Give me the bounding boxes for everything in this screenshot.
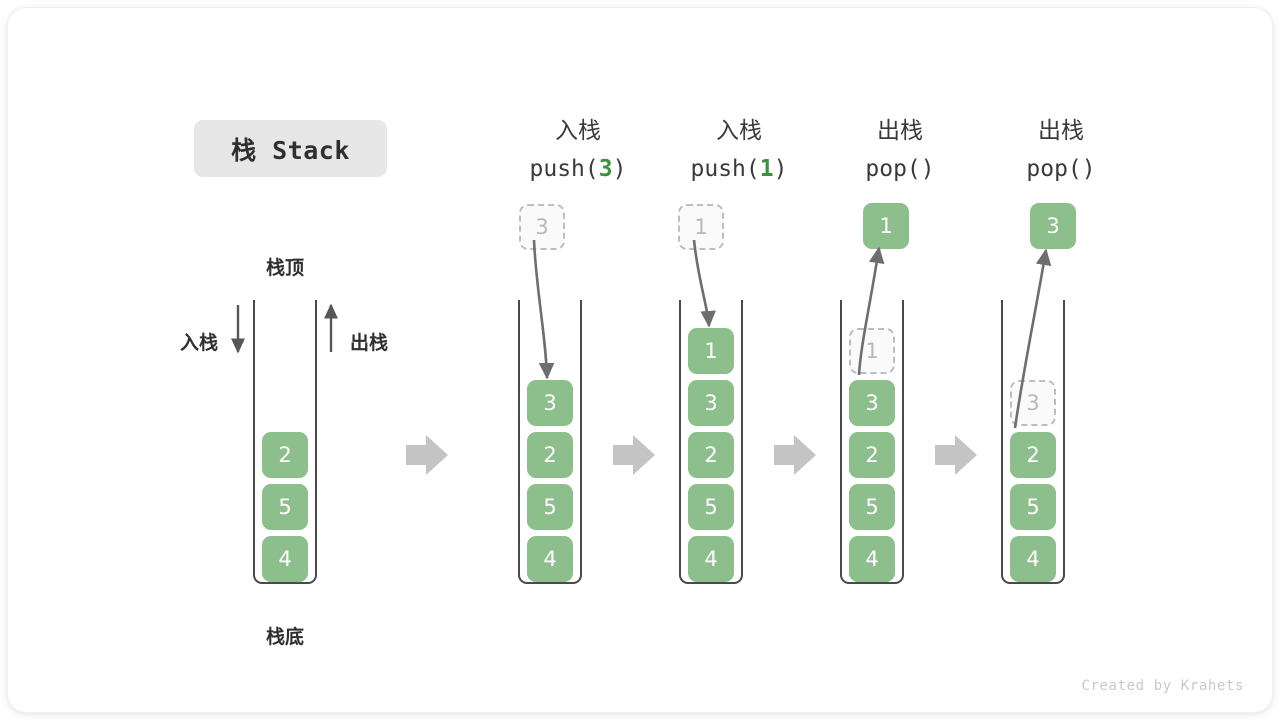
stack-cell: 2 [1010, 432, 1056, 478]
stack-cell: 2 [527, 432, 573, 478]
code-suffix: ) [612, 156, 627, 182]
separator-arrow-2-icon [613, 435, 655, 475]
stack-cell: 5 [527, 484, 573, 530]
code-arg: 3 [598, 156, 613, 182]
separator-arrow-1-icon [406, 435, 448, 475]
diagram-title-chip: 栈 Stack [194, 120, 387, 177]
footer-credit: Created by Krahets [1081, 678, 1244, 694]
popped-cell: 3 [1030, 203, 1076, 249]
removed-ghost-cell: 1 [849, 328, 895, 374]
stack-cell: 5 [1010, 484, 1056, 530]
stack-cell: 4 [1010, 536, 1056, 582]
stack-cell: 2 [849, 432, 895, 478]
incoming-ghost-cell: 1 [678, 204, 724, 250]
stack-top-label: 栈顶 [266, 257, 305, 279]
incoming-ghost-cell: 3 [519, 204, 565, 250]
removed-ghost-cell: 3 [1010, 380, 1056, 426]
stack-cell: 2 [262, 432, 308, 478]
column-header-pop-1: 出栈 pop() [820, 112, 980, 188]
column-header-cn: 出栈 [877, 118, 923, 144]
column-header-pop-3: 出栈 pop() [981, 112, 1141, 188]
column-header-cn: 入栈 [555, 118, 601, 144]
code-prefix: push( [690, 156, 760, 182]
stack-cell: 4 [527, 536, 573, 582]
code-suffix: ) [920, 156, 935, 182]
column-header-push-1: 入栈 push(1) [659, 112, 819, 188]
code-prefix: pop( [1026, 156, 1082, 182]
stack-cell: 2 [688, 432, 734, 478]
stack-container-wall [1001, 300, 1065, 584]
pop-direction-label: 出栈 [350, 332, 389, 354]
popped-cell: 1 [863, 203, 909, 249]
column-header-code: push(1) [659, 150, 819, 188]
stack-cell: 3 [527, 380, 573, 426]
stack-container-wall [253, 300, 317, 584]
stack-cell: 1 [688, 328, 734, 374]
code-suffix: ) [1081, 156, 1096, 182]
separator-arrow-4-icon [935, 435, 977, 475]
stack-bottom-label: 栈底 [266, 626, 305, 648]
separator-arrow-3-icon [774, 435, 816, 475]
column-header-cn: 入栈 [716, 118, 762, 144]
stack-container-wall [679, 300, 743, 584]
stack-container-wall [518, 300, 582, 584]
code-prefix: pop( [865, 156, 921, 182]
stack-cell: 5 [262, 484, 308, 530]
stack-container-wall [840, 300, 904, 584]
column-header-push-3: 入栈 push(3) [498, 112, 658, 188]
stack-cell: 4 [849, 536, 895, 582]
stack-cell: 5 [849, 484, 895, 530]
diagram-canvas: 栈 Stack 栈顶 栈底 入栈 出栈 入栈 push(3) 入栈 push(1… [8, 8, 1272, 712]
stack-cell: 3 [849, 380, 895, 426]
stack-cell: 4 [262, 536, 308, 582]
code-arg: 1 [759, 156, 774, 182]
stack-cell: 4 [688, 536, 734, 582]
code-prefix: push( [529, 156, 599, 182]
column-header-code: push(3) [498, 150, 658, 188]
push-direction-label: 入栈 [180, 332, 219, 354]
stack-cell: 3 [688, 380, 734, 426]
code-suffix: ) [773, 156, 788, 182]
column-header-code: pop() [981, 150, 1141, 188]
column-header-cn: 出栈 [1038, 118, 1084, 144]
column-header-code: pop() [820, 150, 980, 188]
stack-cell: 5 [688, 484, 734, 530]
